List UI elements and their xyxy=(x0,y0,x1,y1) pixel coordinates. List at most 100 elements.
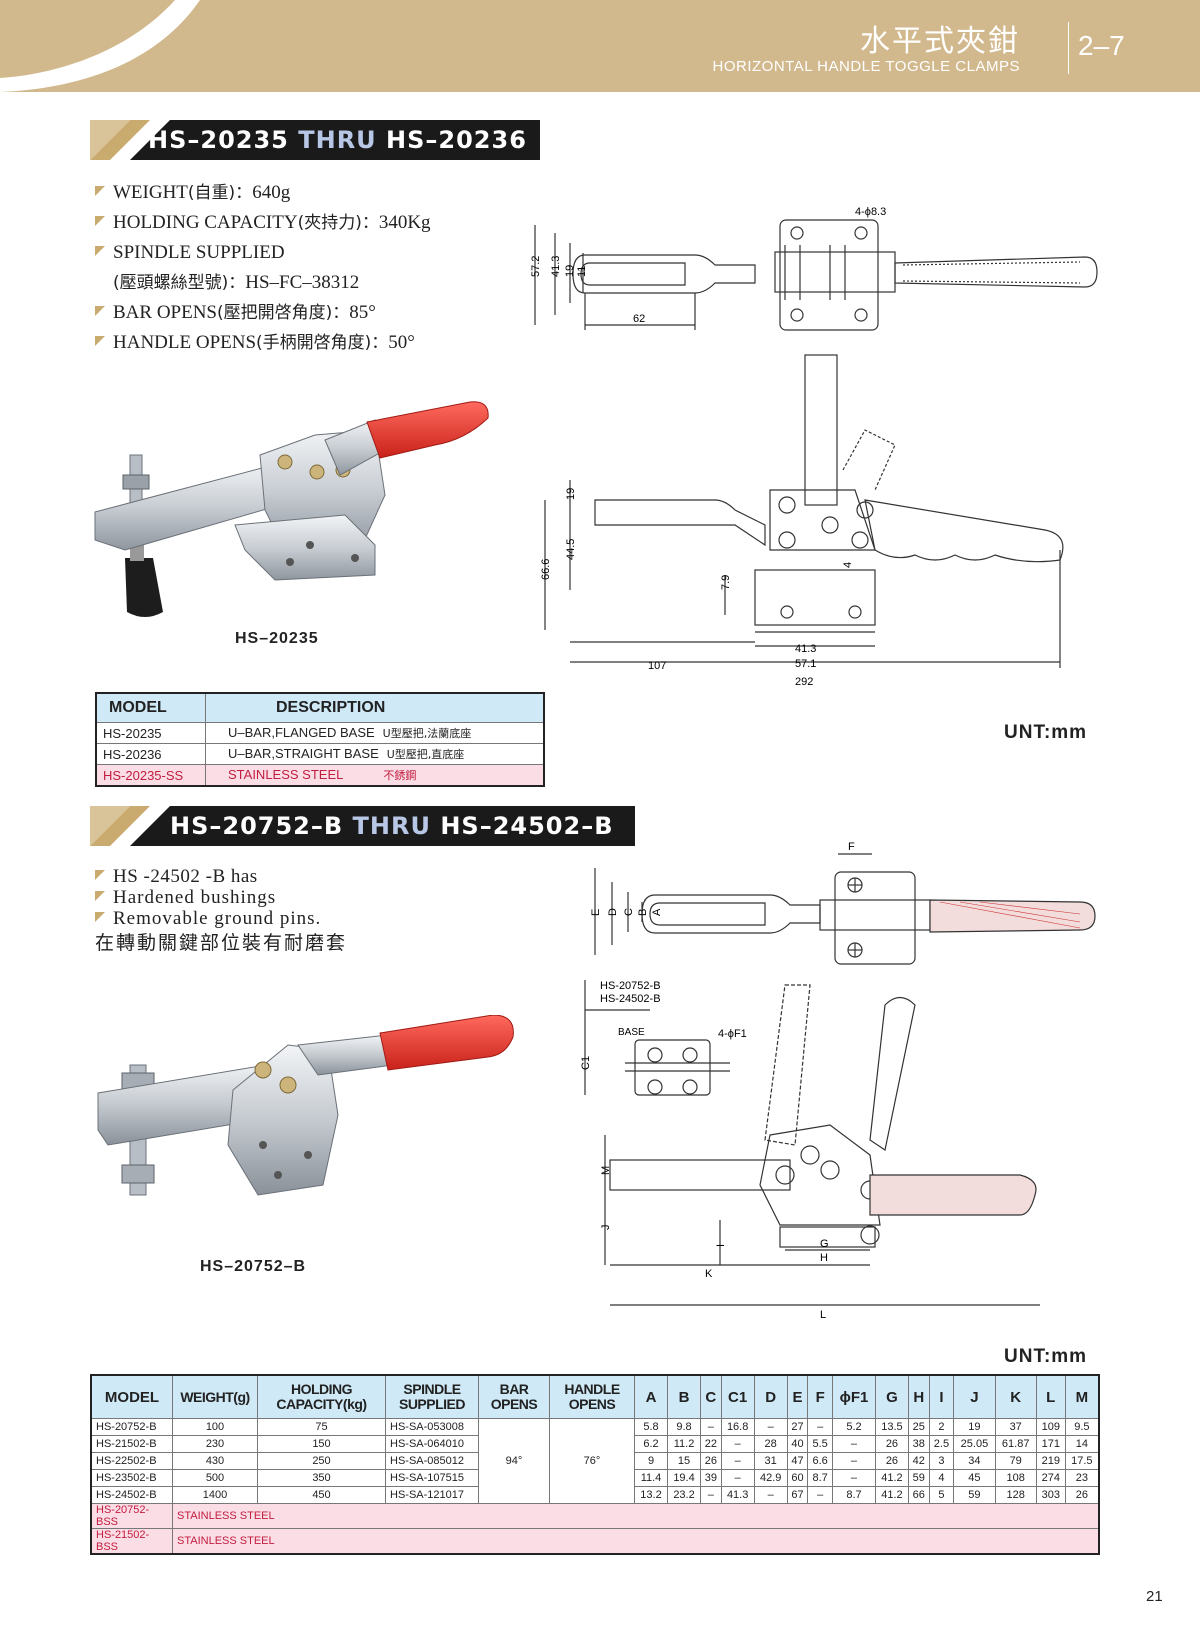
table-cell: 8.7 xyxy=(807,1469,834,1487)
header-title-en: HORIZONTAL HANDLE TOGGLE CLAMPS xyxy=(712,58,1020,75)
table-cell: 219 xyxy=(1035,1452,1066,1470)
table-cell: 26 xyxy=(1064,1486,1100,1504)
table-cell: – xyxy=(700,1486,722,1504)
technical-drawing-top-view-1: 4-ϕ8.3 57.2 41.3 19 11 62 xyxy=(530,206,1098,331)
table-cell: – xyxy=(753,1486,788,1504)
table-cell: 9 xyxy=(633,1452,669,1470)
banner-dark-shape xyxy=(130,120,540,160)
table-cell: 31 xyxy=(753,1452,788,1470)
cell-model: HS-20236 xyxy=(95,743,206,765)
col-header-model: MODEL xyxy=(95,692,206,723)
table-cell: 40 xyxy=(786,1435,809,1453)
bullet-triangle-icon xyxy=(95,870,105,880)
table-cell: 430 xyxy=(172,1452,258,1470)
section2-banner-text: HS–20752–B THRU HS–24502–B xyxy=(170,812,614,840)
table-cell: 109 xyxy=(1035,1418,1066,1436)
banner-model-a: HS–20752–B xyxy=(170,812,344,840)
col-header: C xyxy=(700,1374,722,1419)
svg-text:57.1: 57.1 xyxy=(795,658,816,670)
table-cell: HS-20752-B xyxy=(90,1418,173,1436)
table-cell: 250 xyxy=(257,1452,386,1470)
table-cell: 26 xyxy=(700,1452,722,1470)
product-photo-hs-20752-b xyxy=(97,1015,514,1196)
table-cell: 67 xyxy=(786,1486,809,1504)
section1-banner-text: HS–20235 THRU HS–20236 xyxy=(148,126,527,154)
table-cell: 14 xyxy=(1064,1435,1100,1453)
table-cell: 19.4 xyxy=(667,1469,702,1487)
col-header: E xyxy=(786,1374,809,1419)
table-cell: 9.5 xyxy=(1064,1418,1100,1436)
table-cell: – xyxy=(832,1452,876,1470)
table-cell: 100 xyxy=(172,1418,258,1436)
col-header-description: DESCRIPTION xyxy=(205,692,545,723)
note-2: Hardened bushings xyxy=(95,887,347,908)
svg-text:7.9: 7.9 xyxy=(720,575,732,590)
table-cell: 59 xyxy=(907,1469,930,1487)
svg-text:41.3: 41.3 xyxy=(795,643,816,655)
table-cell: – xyxy=(700,1418,722,1436)
technical-drawing-top-view-2: F E D C B A xyxy=(590,841,1096,965)
table-cell: HS-21502-BSS xyxy=(90,1528,173,1555)
spec-bar-opens: BAR OPENS(壓把開啓角度)：85° xyxy=(95,298,431,328)
table-cell: 23.2 xyxy=(667,1486,702,1504)
col-header: B xyxy=(667,1374,702,1419)
spec-table: MODEL WEIGHT(g) HOLDING CAPACITY(kg) SPI… xyxy=(90,1374,1100,1555)
table-cell: 41.2 xyxy=(874,1486,909,1504)
banner-model-a: HS–20235 xyxy=(148,126,289,154)
col-header: A xyxy=(633,1374,669,1419)
table-cell: 11.4 xyxy=(633,1469,669,1487)
table-cell: 150 xyxy=(257,1435,386,1453)
col-header: HANDLE OPENS xyxy=(549,1374,635,1419)
svg-text:B: B xyxy=(637,909,649,916)
bullet-triangle-icon xyxy=(95,186,105,196)
table-cell: 26 xyxy=(874,1435,909,1453)
table-cell: 128 xyxy=(994,1486,1037,1504)
table-cell: 22 xyxy=(700,1435,722,1453)
banner-gold-wedge xyxy=(90,806,150,846)
drawing-model-1: HS-20752-B xyxy=(600,980,661,992)
table-cell: 34 xyxy=(953,1452,996,1470)
table-cell: HS-SA-053008 xyxy=(385,1418,479,1436)
table-cell: – xyxy=(807,1486,834,1504)
table-cell: 6.6 xyxy=(807,1452,834,1470)
col-header: SPINDLE SUPPLIED xyxy=(385,1374,479,1419)
col-header: G xyxy=(874,1374,909,1419)
table-cell: 79 xyxy=(994,1452,1037,1470)
table-cell: 94° xyxy=(478,1418,550,1504)
table-cell: 37 xyxy=(994,1418,1037,1436)
bullet-triangle-icon xyxy=(95,306,105,316)
table-cell: 5.5 xyxy=(807,1435,834,1453)
section2-notes: HS -24502 -B has Hardened bushings Remov… xyxy=(95,866,347,954)
page-number: 21 xyxy=(1146,1588,1163,1605)
table-cell: HS-21502-B xyxy=(90,1435,173,1453)
product-photo-hs-20235 xyxy=(94,401,489,617)
table-cell: HS-23502-B xyxy=(90,1469,173,1487)
table-cell: 3 xyxy=(928,1452,955,1470)
section2-banner: HS–20752–B THRU HS–24502–B xyxy=(90,806,635,846)
cell-model: HS-20235-SS xyxy=(95,764,206,787)
table-cell: 26 xyxy=(874,1452,909,1470)
svg-text:44.5: 44.5 xyxy=(565,539,577,560)
col-header: WEIGHT(g) xyxy=(172,1374,258,1419)
svg-text:K: K xyxy=(705,1268,713,1280)
spec-weight: WEIGHT(自重)：640g xyxy=(95,178,431,208)
table-cell: 500 xyxy=(172,1469,258,1487)
svg-text:M: M xyxy=(600,1166,612,1175)
table-cell: 42 xyxy=(907,1452,930,1470)
table-cell: 230 xyxy=(172,1435,258,1453)
table-cell: 76° xyxy=(549,1418,635,1504)
banner-gold-wedge xyxy=(90,120,150,160)
table-cell: 5.2 xyxy=(832,1418,876,1436)
svg-text:41.3: 41.3 xyxy=(550,256,562,277)
table-cell: 350 xyxy=(257,1469,386,1487)
table-cell: 42.9 xyxy=(753,1469,788,1487)
table-cell: 41.3 xyxy=(720,1486,755,1504)
